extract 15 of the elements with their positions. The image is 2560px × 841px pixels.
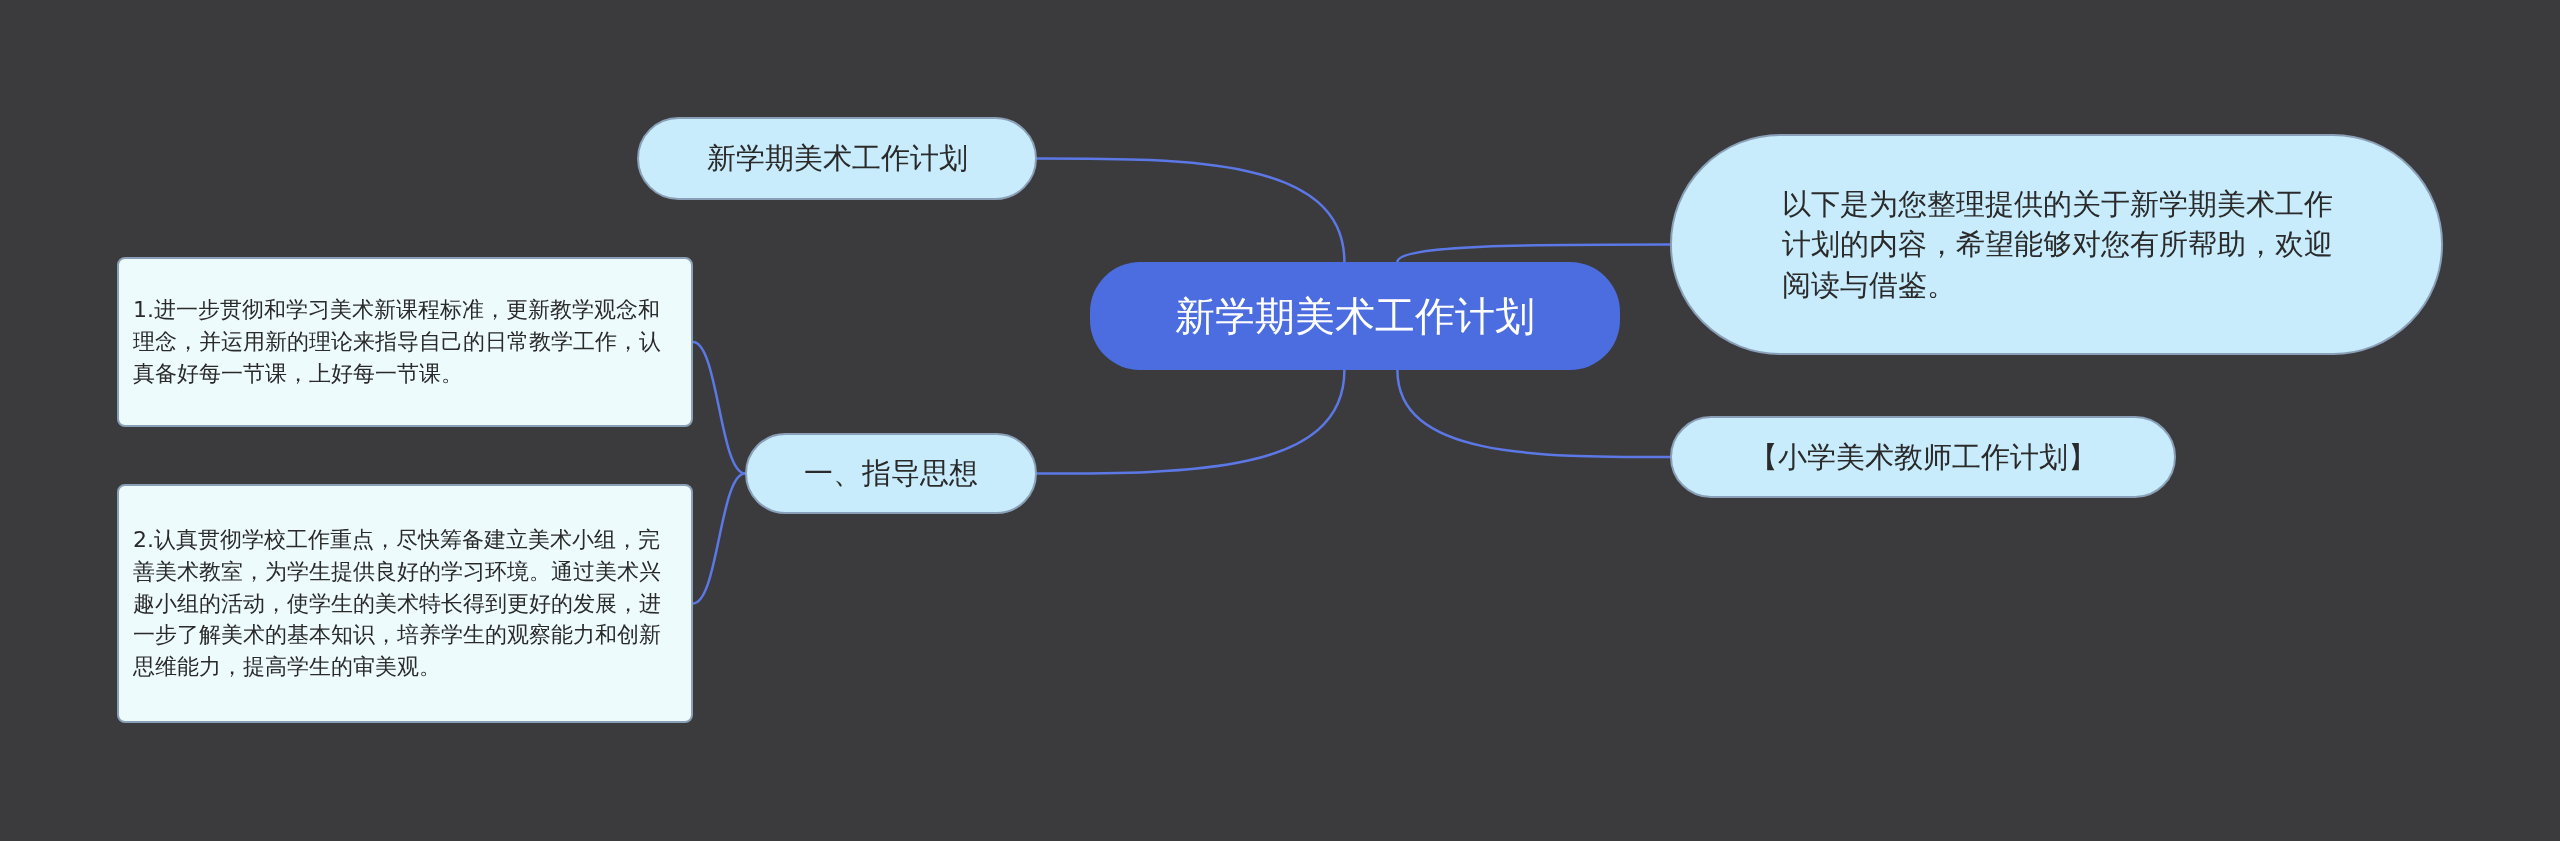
node-text: 一、指导思想 (804, 455, 978, 493)
connector-line (692, 472, 746, 605)
connector-line (1037, 369, 1346, 475)
text-card (117, 484, 693, 723)
connector-line (692, 340, 746, 475)
connector-line (1396, 369, 1670, 459)
node-text: 新学期美术工作计划 (706, 140, 968, 178)
node-text: 新学期美术工作计划 (1175, 292, 1535, 341)
node-text: 2.认真贯彻学校工作重点，尽快筹备建立美术小组，完善美术教室，为学生提供良好的学习环境。通过美术兴趣小组的活动，使学生的美术特长得到更好的发展，进一步了解美术的基本知识，培养学生的观察能力和创新思维能力，提高学生的审美观。 (133, 525, 662, 682)
node-text: 1.进一步贯彻和学习美术新课程标准，更新教学观念和理念，并运用新的理论来指导自己的日常教学工作，认真备好每一节课，上好每一节课。 (133, 296, 662, 388)
text-card (117, 257, 693, 427)
connector-line (1037, 157, 1346, 263)
connector-line (1396, 243, 1670, 263)
node-text: 【小学美术教师工作计划】 (1749, 438, 2097, 476)
node-text: 以下是为您整理提供的关于新学期美术工作计划的内容，希望能够对您有所帮助，欢迎阅读与借鉴。 (1782, 185, 2334, 304)
